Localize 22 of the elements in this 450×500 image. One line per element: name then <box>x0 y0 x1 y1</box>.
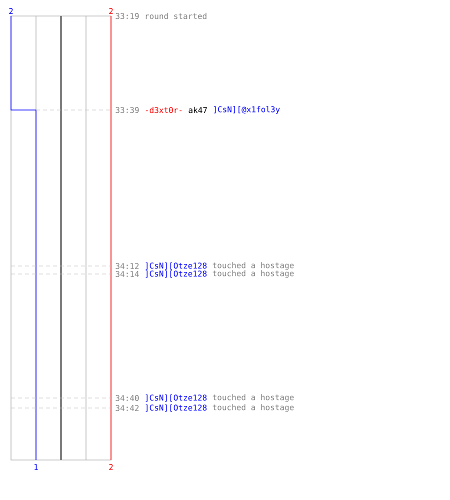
event-text: touched a hostage <box>212 262 294 270</box>
event-text: touched a hostage <box>212 394 294 402</box>
score-number: 2 <box>109 464 113 470</box>
timestamp: 34:40 <box>116 394 139 402</box>
player-name: ]CsN][Otze128 <box>146 270 207 278</box>
score-number: 2 <box>109 8 113 14</box>
player-name: ]CsN][@x1fol3y <box>214 106 280 114</box>
score-number: 1 <box>34 464 38 470</box>
player-name: ]CsN][Otze128 <box>146 394 207 402</box>
event-text: touched a hostage <box>212 270 294 278</box>
timestamp: 34:42 <box>116 404 139 412</box>
weapon-name: ak47 <box>188 106 207 114</box>
event-text: touched a hostage <box>212 404 294 412</box>
player-name: ]CsN][Otze128 <box>146 404 207 412</box>
timestamp: 34:12 <box>116 262 139 270</box>
player-name: ]CsN][Otze128 <box>146 262 207 270</box>
score-number: 2 <box>9 8 13 14</box>
player-name: -d3xt0r- <box>146 106 182 114</box>
timestamp: 33:19 <box>116 12 139 20</box>
timestamp: 33:39 <box>116 106 139 114</box>
event-text: round started <box>146 12 206 20</box>
timestamp: 34:14 <box>116 270 139 278</box>
